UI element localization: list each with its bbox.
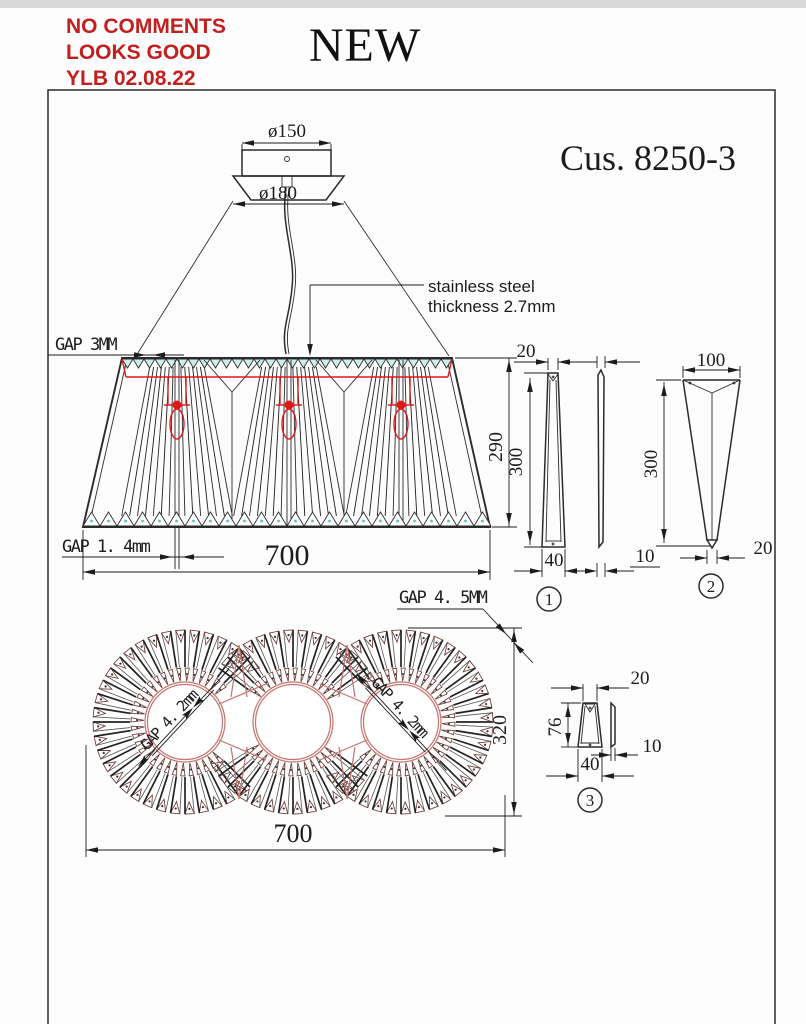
p1-balloon-number: 1 — [545, 590, 554, 609]
p2-dim-bottom: 20 — [754, 538, 773, 559]
approval-line-2: LOOKS GOOD — [66, 41, 211, 64]
sheet-title: NEW — [308, 19, 422, 72]
p2-dim-top: 100 — [697, 350, 726, 371]
p1-balloon-circle — [536, 586, 562, 612]
p3-balloon-number: 3 — [586, 791, 595, 810]
material-note-line2: thickness 2.7mm — [428, 297, 556, 316]
p2-balloon-number: 2 — [707, 577, 716, 596]
dim-plan-height: 320 — [489, 715, 511, 745]
approval-line-1: NO COMMENTS — [66, 15, 226, 38]
gap-rim-label: GAP 4. 5MM — [399, 588, 488, 608]
front-view — [81, 149, 741, 749]
gap-top-label: GAP 3MM — [55, 335, 117, 355]
photo-top-edge — [0, 0, 806, 8]
p3-dim-height: 76 — [545, 718, 566, 737]
dim-canopy-bottom: ø180 — [259, 183, 297, 204]
p3-dim-thickness: 10 — [643, 736, 662, 757]
p3-dim-top: 20 — [631, 668, 650, 689]
approval-stamp: NO COMMENTS LOOKS GOOD YLB 02.08.22 — [66, 14, 226, 92]
plan-view — [90, 627, 496, 817]
approval-line-3: YLB 02.08.22 — [66, 67, 196, 90]
dim-front-height: 290 — [485, 432, 507, 462]
gap-bottom-label: GAP 1. 4mm — [62, 537, 151, 557]
p2-dim-height: 300 — [641, 450, 662, 479]
drawing-frame — [47, 89, 776, 1024]
p1-dim-height: 300 — [506, 448, 527, 477]
dim-canopy-top: ø150 — [268, 121, 306, 142]
p1-dim-bottom: 40 — [545, 550, 564, 571]
material-note-line1: stainless steel — [428, 277, 535, 296]
p1-dim-top: 20 — [517, 341, 536, 362]
p3-dim-bottom: 40 — [581, 754, 600, 775]
customer-code: Cus. 8250-3 — [560, 138, 736, 178]
dim-plan-width: 700 — [274, 819, 313, 848]
p2-balloon-circle — [698, 573, 724, 599]
p1-dim-thickness: 10 — [636, 546, 655, 567]
p3-balloon-circle — [577, 787, 603, 813]
dimension-arrows — [83, 140, 740, 853]
dim-front-width: 700 — [265, 539, 310, 572]
